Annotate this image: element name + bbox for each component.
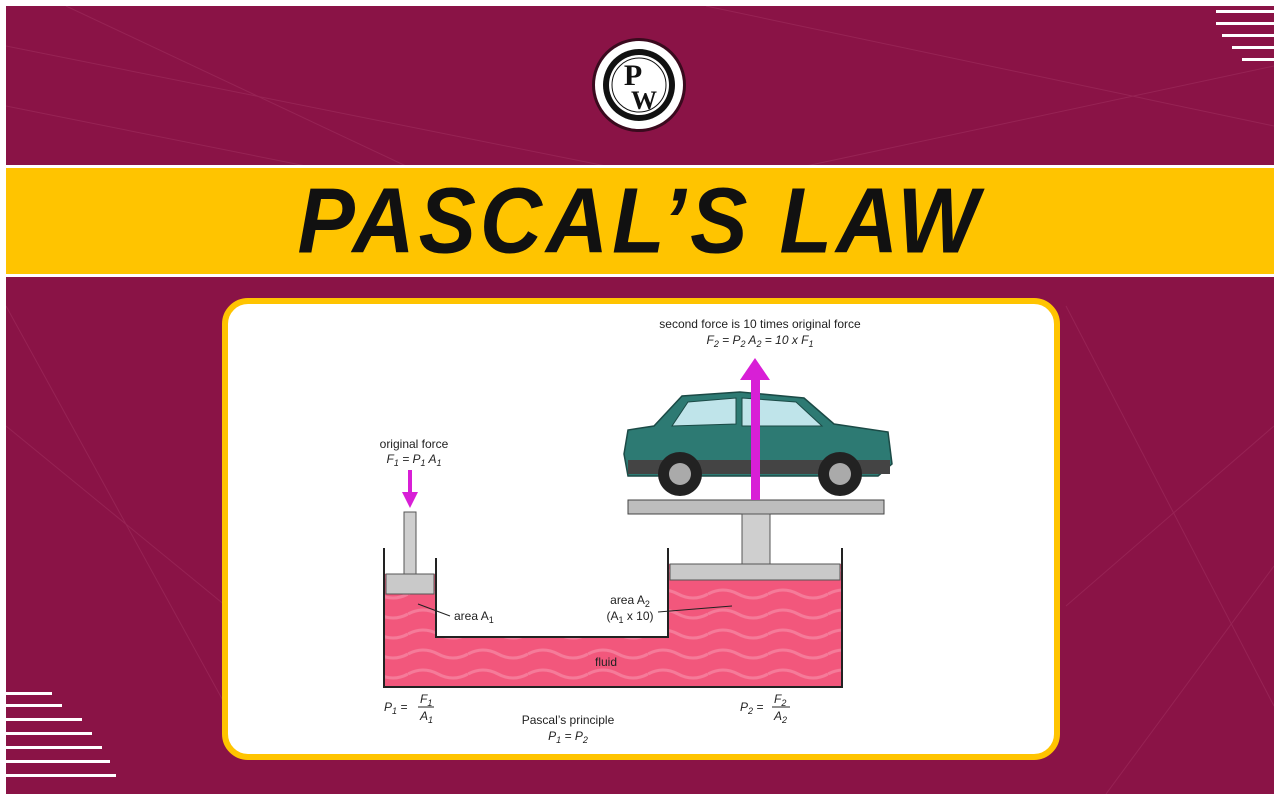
pw-logo: P W: [592, 38, 686, 132]
logo-letter-p: P: [624, 59, 642, 92]
corner-stripes-top-right: [1216, 10, 1274, 61]
large-piston: [627, 499, 885, 581]
hydraulic-press-diagram: second force is 10 times original force …: [380, 317, 893, 745]
principle-title: Pascal’s principle: [522, 713, 615, 727]
svg-text:F2: F2: [774, 692, 786, 708]
svg-text:F1: F1: [420, 692, 432, 708]
svg-text:A1: A1: [419, 709, 433, 725]
area-a1-label: area A1: [454, 609, 494, 625]
principle-equation: P1 = P2: [548, 729, 588, 745]
small-piston: [385, 511, 435, 595]
logo-letter-w: W: [631, 86, 657, 115]
top-caption: second force is 10 times original force: [659, 317, 861, 331]
p2-formula: P2 = F2 A2: [740, 692, 790, 725]
arrow-down-icon: [402, 470, 418, 508]
arrow-up-icon: [740, 358, 770, 500]
left-caption: original force: [380, 437, 449, 451]
diagram-card: second force is 10 times original force …: [222, 298, 1060, 760]
f1-equation: F1 = P1 A1: [387, 452, 442, 468]
logo-letters: P W: [609, 55, 669, 115]
p1-formula: P1 = F1 A1: [384, 692, 434, 725]
background-pattern: [6, 6, 1274, 794]
svg-text:A2: A2: [773, 709, 787, 725]
corner-stripes-bottom-left: [6, 692, 116, 777]
svg-text:P1 =: P1 =: [384, 700, 407, 716]
svg-text:P2 =: P2 =: [740, 700, 763, 716]
f2-equation: F2 = P2 A2 = 10 x F1: [706, 333, 813, 349]
area-a2-ratio: (A1 x 10): [606, 609, 653, 625]
title-banner: PASCAL’S LAW: [6, 165, 1274, 277]
area-a2-label: area A2: [610, 593, 650, 609]
page-title: PASCAL’S LAW: [297, 169, 983, 273]
fluid-label: fluid: [595, 655, 617, 669]
fluid-container: [383, 548, 843, 688]
